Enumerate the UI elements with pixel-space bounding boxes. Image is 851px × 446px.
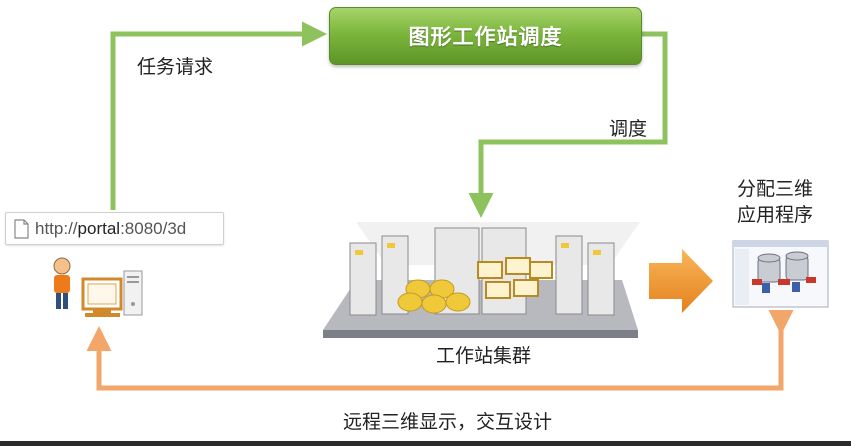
bottom-rule — [0, 441, 851, 446]
schedule-label: 调度 — [609, 118, 648, 140]
page-icon — [14, 218, 29, 239]
url-host: portal — [77, 218, 121, 238]
big-orange-arrow — [649, 249, 713, 313]
cluster-label: 工作站集群 — [436, 345, 532, 367]
url-rest: :8080/3d — [120, 218, 187, 238]
workstation-cluster-illustration — [323, 222, 640, 338]
scheduler-label: 图形工作站调度 — [408, 25, 563, 49]
remote-display-label: 远程三维显示，交互设计 — [343, 411, 553, 433]
task-request-label: 任务请求 — [137, 56, 214, 78]
computer-icon — [81, 270, 143, 317]
user-icon — [53, 257, 71, 309]
remote-display-arrow — [86, 310, 794, 391]
url-bar[interactable]: http://portal:8080/3d — [5, 212, 224, 245]
3d-application-thumbnail — [732, 240, 829, 308]
scheduler-box: 图形工作站调度 — [329, 7, 642, 65]
distribute-app-label: 分配三维 应用程序 — [737, 178, 814, 226]
url-scheme: http:// — [35, 218, 78, 238]
task-request-arrow — [110, 21, 327, 210]
schedule-arrow — [468, 31, 668, 218]
